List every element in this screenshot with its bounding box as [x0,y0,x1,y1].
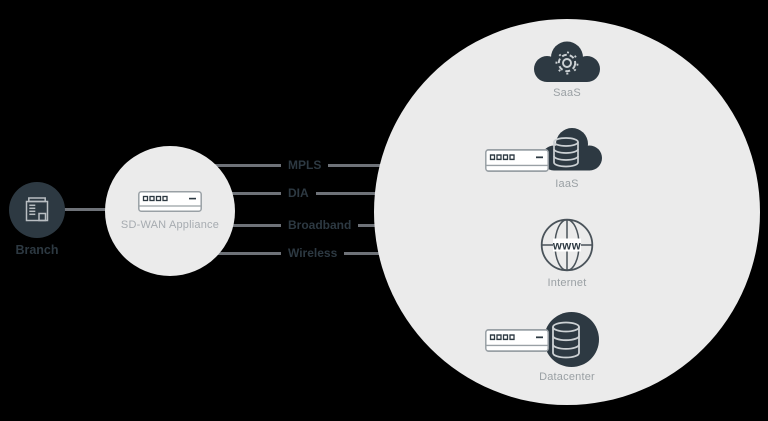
iaas-cloud-database-icon [541,128,602,171]
connection-line [208,251,281,255]
globe-www-text: www [552,241,581,253]
datacenter-circle-database-icon [544,312,599,367]
connection-line [208,163,281,167]
datacenter-server-appliance-icon [485,329,549,352]
connection-line [315,191,386,195]
branch-link-line [63,208,108,211]
connection-line [208,191,281,195]
connection-row-dia: DIA [208,185,386,201]
saas-cloud-gear-icon [534,41,600,82]
iaas-label: IaaS [555,178,579,190]
internet-globe-www-icon: www [540,218,594,272]
connection-line [328,163,386,167]
sdwan-label: SD-WAN Appliance [120,219,220,231]
connection-line [208,223,281,227]
connection-line [344,251,386,255]
iaas-server-appliance-icon [485,149,549,172]
connection-label-wireless: Wireless [288,246,338,260]
connection-row-mpls: MPLS [208,157,386,173]
branch-circle [9,182,65,238]
connection-label-mpls: MPLS [288,158,322,172]
building-icon [25,197,49,222]
sdwan-circle: SD-WAN Appliance [105,146,235,276]
cloud-circle: SaaS [374,19,760,405]
sdwan-appliance-icon [138,191,202,212]
database-icon [552,321,580,359]
saas-label: SaaS [553,87,581,99]
internet-label: Internet [547,277,587,289]
datacenter-label: Datacenter [539,371,595,383]
connection-line [358,223,386,227]
connection-label-broadband: Broadband [288,218,352,232]
connection-row-wireless: Wireless [208,245,386,261]
connection-row-broadband: Broadband [208,217,386,233]
gear-icon [555,51,579,75]
branch-label: Branch [15,243,59,257]
connection-label-dia: DIA [288,186,309,200]
database-icon [553,137,579,168]
